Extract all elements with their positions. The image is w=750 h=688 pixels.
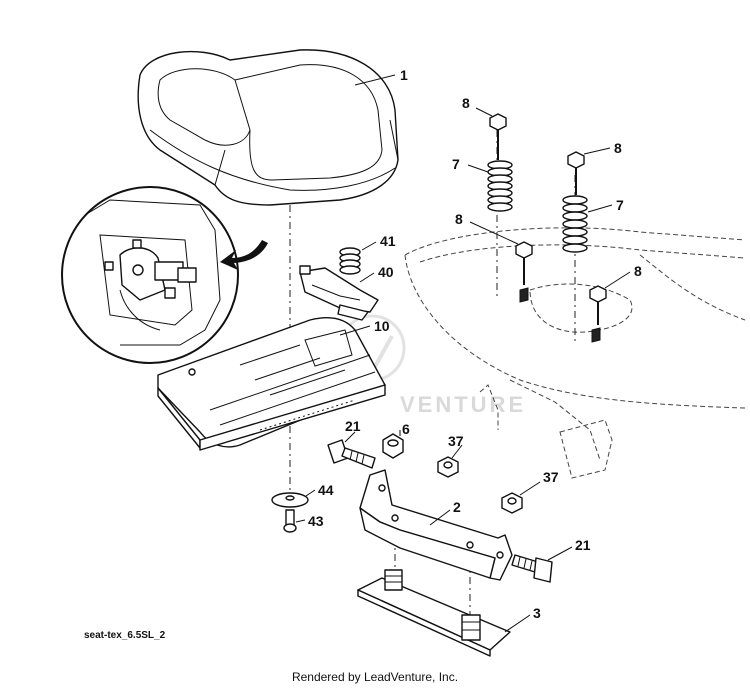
- callout-label-7-left: 7: [452, 156, 460, 172]
- callout-label-21-right: 21: [575, 537, 591, 553]
- callout-label-44: 44: [318, 482, 334, 498]
- callout-label-41: 41: [380, 233, 396, 249]
- callout-spring-right: 7: [587, 197, 624, 213]
- callout-nut-6: 6: [399, 421, 410, 437]
- watermark-text: VENTURE: [400, 392, 526, 417]
- callout-label-40: 40: [378, 264, 394, 280]
- frame-clip-right: [591, 327, 601, 343]
- callout-label-43: 43: [308, 513, 324, 529]
- spring-left: [487, 160, 513, 212]
- callout-seat-pan: 10: [339, 318, 390, 336]
- callout-bolt-top-left: 8: [462, 95, 493, 117]
- callout-bolt-top-right: 8: [583, 140, 622, 156]
- callout-label-2: 2: [453, 499, 461, 515]
- callout-label-1: 1: [400, 67, 408, 83]
- washer: [271, 492, 309, 508]
- callout-seat: 1: [354, 67, 408, 86]
- callout-label-8-top-right: 8: [614, 140, 622, 156]
- callout-knob-screw: 43: [295, 513, 324, 529]
- callout-label-6: 6: [402, 421, 410, 437]
- seat: [137, 49, 399, 206]
- nut-37-bottom: [501, 492, 523, 514]
- bolt-21-right: [511, 554, 553, 583]
- callout-label-3: 3: [533, 605, 541, 621]
- bolt-21-left: [327, 439, 376, 469]
- callout-seat-switch: 40: [359, 264, 394, 283]
- bolt-top-right: [567, 151, 585, 195]
- callout-spring-left: 7: [452, 156, 489, 173]
- detail-inset: [61, 186, 239, 364]
- bolt-mid-right: [589, 285, 607, 325]
- switch-spring: [339, 247, 361, 275]
- callout-bolt-21-right: 21: [547, 537, 591, 561]
- callout-washer: 44: [305, 482, 334, 498]
- bracket: [359, 469, 513, 581]
- callout-bolt-mid-left: 8: [455, 211, 519, 245]
- bolt-top-left: [489, 113, 507, 160]
- callout-label-10: 10: [374, 318, 390, 334]
- callout-seat-mount-plate: 3: [504, 605, 541, 633]
- spring-right: [562, 195, 588, 253]
- callout-bolt-mid-right: 8: [604, 263, 642, 289]
- nut-6: [382, 433, 404, 459]
- frame-clip-left: [519, 287, 529, 303]
- callout-switch-spring: 41: [361, 233, 396, 251]
- callout-nut-37-bottom: 37: [519, 469, 559, 496]
- callout-label-7-right: 7: [616, 197, 624, 213]
- nut-37-top: [437, 456, 459, 478]
- callout-nut-37-top: 37: [448, 433, 464, 459]
- callout-bolt-21-left: 21: [344, 418, 361, 443]
- callout-label-37-bottom: 37: [543, 469, 559, 485]
- callout-bracket: 2: [429, 499, 461, 526]
- seat-switch: [299, 265, 379, 321]
- knob-screw: [283, 509, 297, 533]
- detail-arrow-icon: [220, 240, 268, 270]
- seat-pan: [157, 317, 386, 451]
- diagram-code: seat-tex_6.5SL_2: [84, 630, 166, 641]
- callout-label-8-mid-right: 8: [634, 263, 642, 279]
- seat-mount-plate: [357, 569, 511, 657]
- callout-label-37-top: 37: [448, 433, 464, 449]
- callout-label-8-mid-left: 8: [455, 211, 463, 227]
- footer-credit: Rendered by LeadVenture, Inc.: [291, 670, 459, 684]
- callout-label-21-left: 21: [345, 418, 361, 434]
- bolt-mid-left: [515, 241, 533, 285]
- callout-label-8-top-left: 8: [462, 95, 470, 111]
